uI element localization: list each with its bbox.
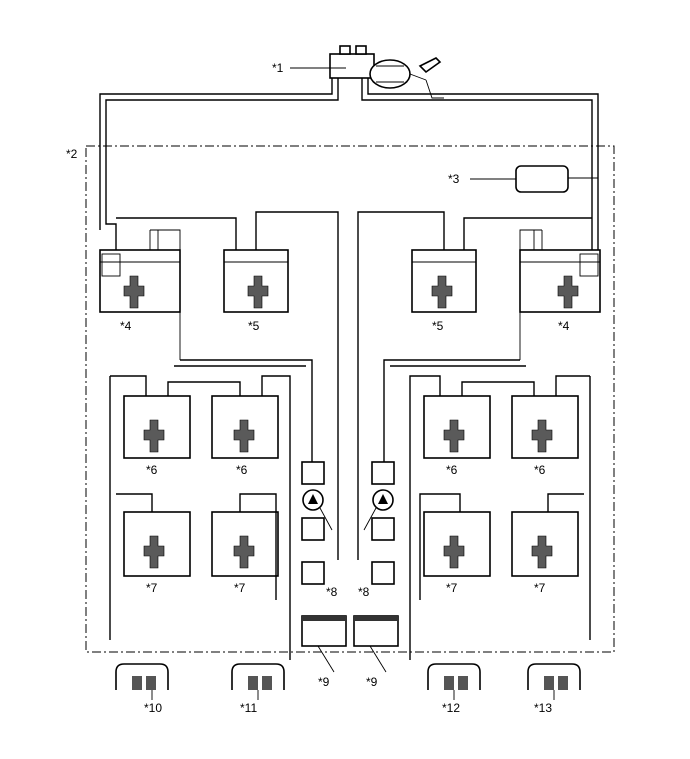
label-6-d: *6 — [534, 463, 546, 477]
label-13: *13 — [534, 701, 552, 715]
label-4-right: *4 — [558, 319, 570, 333]
valve-6-row-left — [109, 375, 291, 660]
actuator-boundary — [85, 145, 615, 653]
label-3: *3 — [448, 172, 460, 186]
valve-5-left — [116, 211, 339, 560]
pump-right — [363, 461, 395, 585]
valve-6-row-right — [409, 375, 591, 660]
pump-left — [301, 461, 333, 585]
label-7-a: *7 — [146, 581, 158, 595]
valve-5-right — [357, 211, 592, 560]
label-8-right: *8 — [358, 585, 370, 599]
label-7-d: *7 — [534, 581, 546, 595]
label-9-left: *9 — [318, 675, 330, 689]
wheel-cylinder-11 — [231, 663, 285, 690]
label-7-c: *7 — [446, 581, 458, 595]
label-4-left: *4 — [120, 319, 132, 333]
label-11: *11 — [240, 701, 257, 715]
label-8-left: *8 — [326, 585, 338, 599]
reservoir-left — [301, 615, 347, 647]
main-pipes — [99, 78, 599, 250]
label-10: *10 — [144, 701, 162, 715]
label-1: *1 — [272, 61, 284, 75]
master-cylinder — [329, 45, 444, 99]
valve-7-row-left — [116, 493, 279, 600]
reservoir-right — [353, 615, 399, 647]
label-6-a: *6 — [146, 463, 158, 477]
valve-4-right — [519, 229, 601, 360]
label-6-b: *6 — [236, 463, 248, 477]
valve-4-left — [99, 229, 181, 360]
linking-pipes — [174, 359, 526, 462]
leader-lines — [151, 645, 555, 700]
component-3 — [515, 165, 569, 193]
wheel-cylinder-12 — [427, 663, 481, 690]
label-9-right: *9 — [366, 675, 378, 689]
label-6-c: *6 — [446, 463, 458, 477]
wheel-cylinder-10 — [115, 663, 169, 690]
wheel-cylinder-13 — [527, 663, 581, 690]
valve-7-row-right — [419, 493, 584, 600]
label-5-left: *5 — [248, 319, 260, 333]
label-7-b: *7 — [234, 581, 246, 595]
label-12: *12 — [442, 701, 460, 715]
label-5-right: *5 — [432, 319, 444, 333]
label-2: *2 — [66, 147, 78, 161]
